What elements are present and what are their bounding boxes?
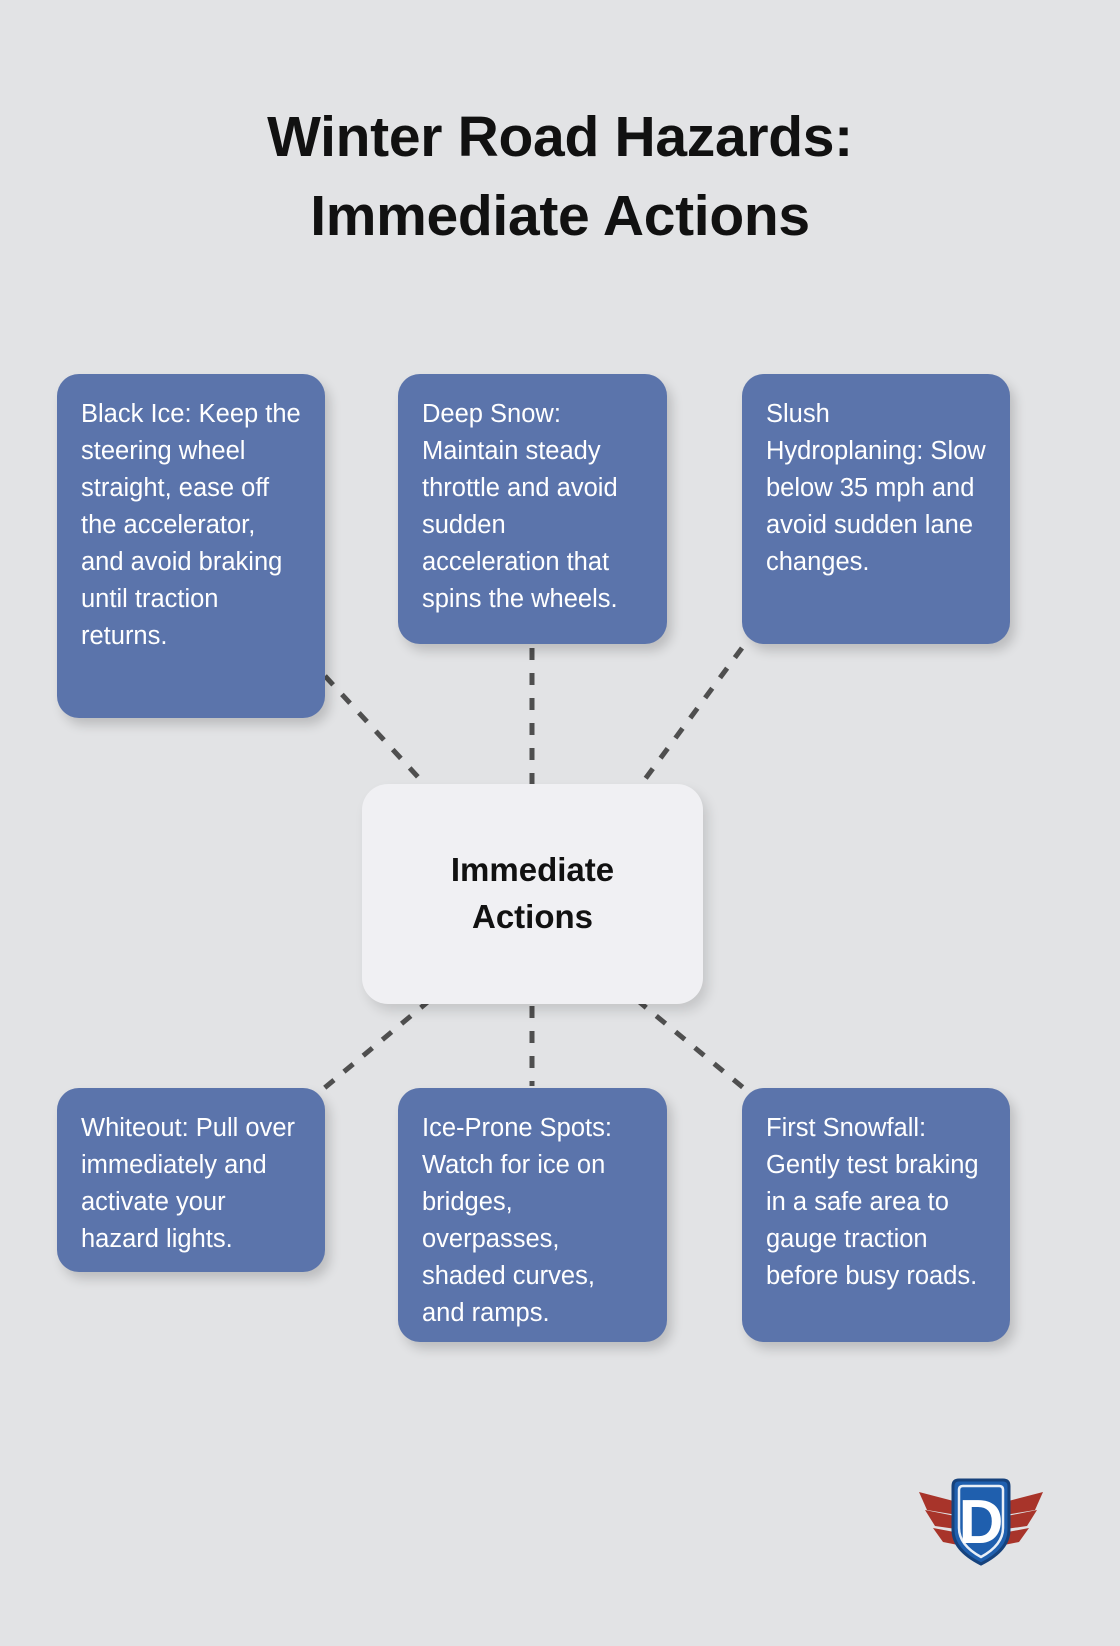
hazard-card-deep-snow[interactable]: Deep Snow: Maintain steady throttle and …: [398, 374, 667, 644]
hazard-card-text: Slush Hydroplaning: Slow below 35 mph an…: [766, 400, 986, 576]
hazard-card-text: Black Ice: Keep the steering wheel strai…: [81, 400, 301, 650]
hazard-card-text: Whiteout: Pull over immediately and acti…: [81, 1114, 296, 1253]
hazard-card-ice-prone-spots[interactable]: Ice-Prone Spots: Watch for ice on bridge…: [398, 1088, 667, 1342]
page-title-line-1: Winter Road Hazards:: [267, 105, 853, 169]
connector-whiteout: [320, 998, 432, 1092]
logo-shield-inner-outline-icon: [957, 1484, 1005, 1559]
hazard-card-first-snowfall[interactable]: First Snowfall: Gently test braking in a…: [742, 1088, 1010, 1342]
page-title-line-2: Immediate Actions: [310, 183, 810, 248]
hazard-card-text: Ice-Prone Spots: Watch for ice on bridge…: [422, 1114, 612, 1327]
brand-logo-icon: D: [919, 1478, 1043, 1566]
center-node[interactable]: Immediate Actions: [362, 784, 703, 1004]
hazard-card-black-ice[interactable]: Black Ice: Keep the steering wheel strai…: [57, 374, 325, 718]
page-title: Winter Road Hazards: Immediate Actions: [0, 98, 1120, 255]
connector-black-ice: [323, 674, 432, 792]
hazard-card-whiteout[interactable]: Whiteout: Pull over immediately and acti…: [57, 1088, 325, 1272]
connector-slush-hydroplaning: [634, 646, 745, 792]
hazard-card-text: Deep Snow: Maintain steady throttle and …: [422, 400, 618, 613]
hazard-card-slush-hydroplaning[interactable]: Slush Hydroplaning: Slow below 35 mph an…: [742, 374, 1010, 644]
center-node-label: Immediate Actions: [450, 851, 615, 935]
hazard-card-text: First Snowfall: Gently test braking in a…: [766, 1114, 979, 1290]
connector-first-snowfall: [635, 998, 748, 1092]
logo-letter: D: [959, 1488, 1004, 1557]
logo-shield-icon: [951, 1478, 1011, 1566]
